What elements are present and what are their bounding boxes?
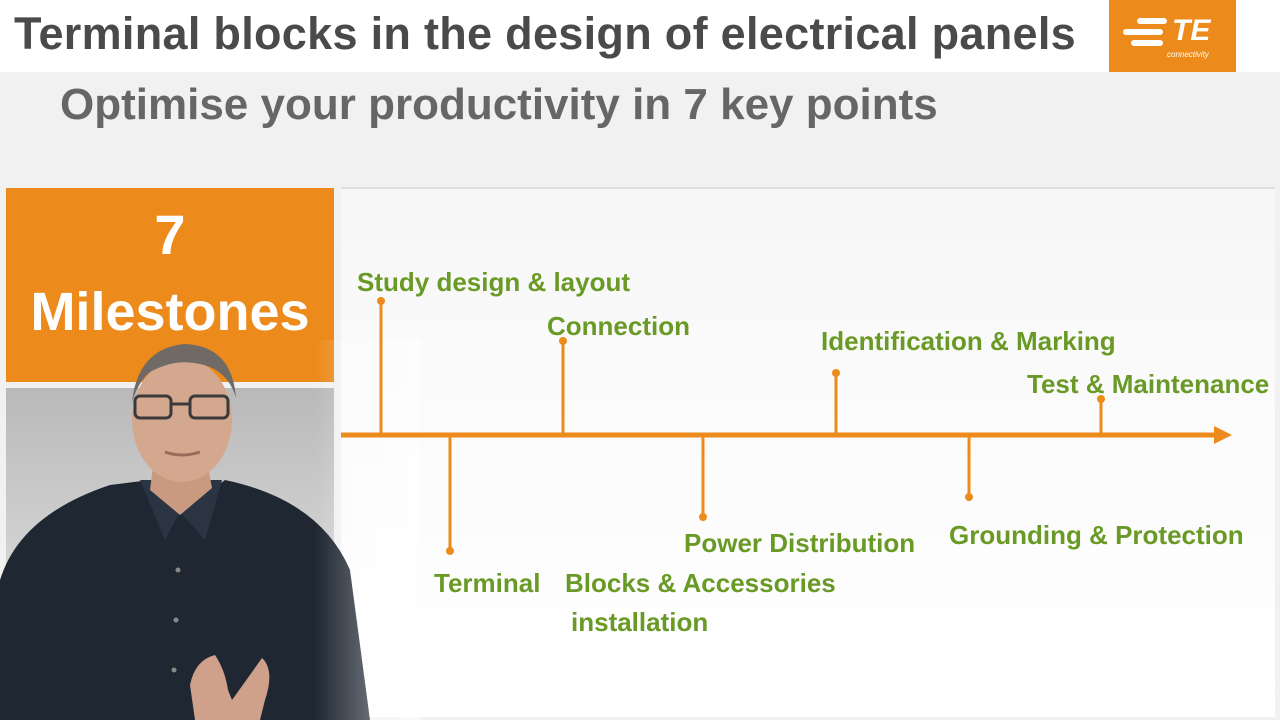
- logo-subtext: connectivity: [1167, 50, 1209, 59]
- logo-wordmark: TE: [1172, 14, 1211, 47]
- milestone-label-power: Power Distribution: [684, 528, 916, 558]
- milestone-label-grounding: Grounding & Protection: [949, 520, 1244, 550]
- milestone-number: 7: [154, 203, 186, 266]
- timeline-arrow-head: [1214, 426, 1232, 444]
- milestone-marker-5: [832, 369, 840, 433]
- milestone-label-blocks: Blocks & Accessories: [565, 568, 836, 598]
- milestone-marker-3: [559, 337, 567, 433]
- slide-subtitle: Optimise your productivity in 7 key poin…: [60, 80, 938, 129]
- milestone-label-test: Test & Maintenance: [1027, 369, 1270, 399]
- header-bar: Terminal blocks in the design of electri…: [0, 0, 1280, 72]
- milestone-marker-4: [699, 437, 707, 521]
- timeline-panel: [341, 187, 1275, 717]
- te-logo-icon: [1123, 18, 1167, 46]
- milestone-marker-2: [446, 437, 454, 555]
- te-logo: TE connectivity: [1109, 0, 1236, 72]
- milestone-marker-7: [1097, 395, 1105, 433]
- page-title: Terminal blocks in the design of electri…: [14, 8, 1076, 59]
- milestone-label-connection: Connection: [547, 311, 690, 341]
- milestone-label-identification: Identification & Marking: [821, 326, 1116, 356]
- milestone-label: Milestones: [30, 282, 310, 342]
- presenter-image: [0, 340, 420, 720]
- milestone-marker-1: [377, 297, 385, 433]
- milestone-label-installation: installation: [571, 607, 709, 637]
- milestone-marker-6: [965, 437, 973, 501]
- milestone-label-terminal: Terminal: [434, 568, 541, 598]
- milestone-label-study-design: Study design & layout: [357, 267, 631, 297]
